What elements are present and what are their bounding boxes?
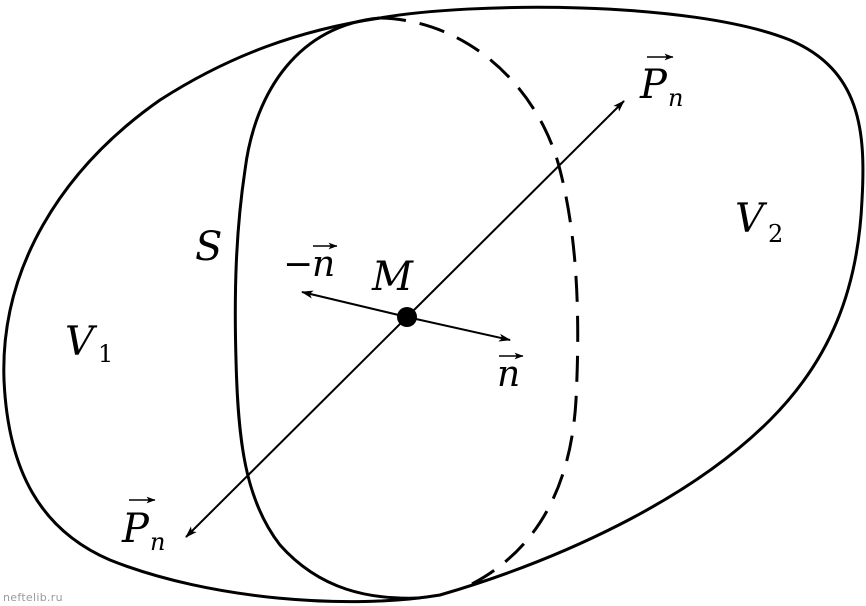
label-n: n — [497, 354, 520, 395]
cut-surface-back — [379, 16, 580, 587]
neg-normal-vector-arrow — [301, 290, 408, 318]
label-v1-subscript: 1 — [98, 340, 113, 368]
label-neg-n: n — [312, 244, 335, 285]
label-neg-n-sign: − — [283, 244, 313, 285]
traction-vector-top-arrow — [406, 100, 625, 318]
label-v1: V — [65, 319, 98, 365]
label-v2: V — [735, 196, 768, 242]
label-pn-top: P — [639, 62, 668, 108]
label-m: M — [371, 254, 414, 300]
normal-vector-arrow — [406, 316, 511, 342]
point-m-dot-icon — [397, 307, 417, 327]
label-pn-bottom-subscript: n — [150, 528, 165, 556]
traction-vector-bottom-arrow — [185, 316, 408, 538]
cut-surface-front — [233, 16, 421, 600]
watermark: neftelib.ru — [3, 591, 63, 604]
label-v2-subscript: 2 — [768, 220, 783, 248]
label-pn-bottom: P — [121, 506, 150, 552]
body-boundary — [2, 5, 865, 604]
label-s: S — [195, 224, 222, 270]
label-pn-top-subscript: n — [668, 84, 683, 112]
